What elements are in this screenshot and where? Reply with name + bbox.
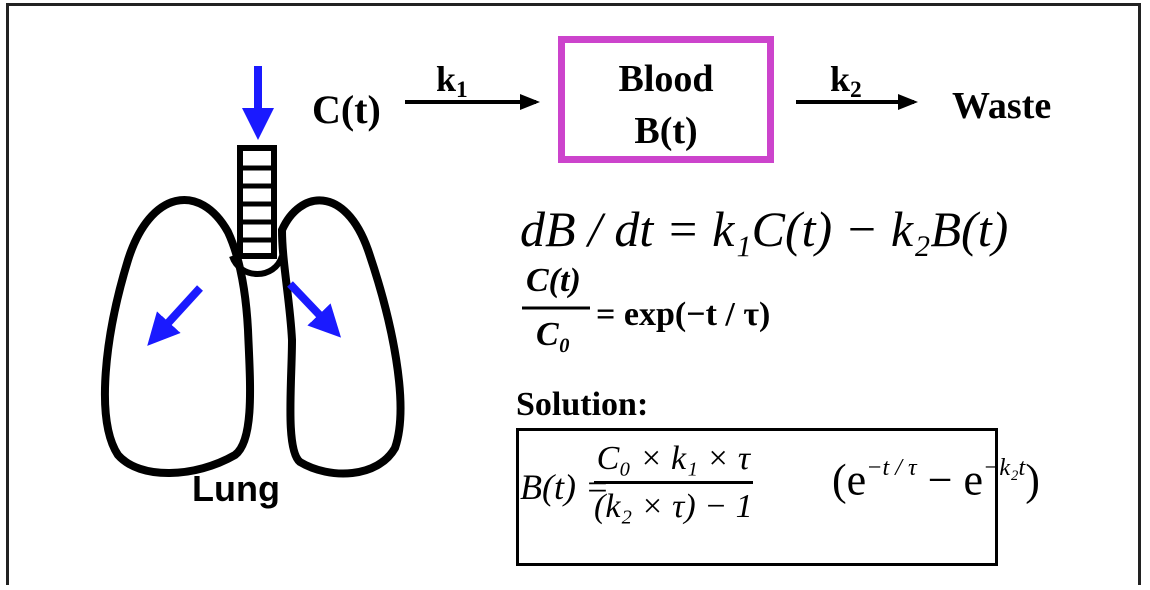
solution-box [516,428,998,566]
right-lung-shape [277,196,405,478]
solution-denominator: (k₂ × τ) − 1 [594,488,753,526]
blood-function-label: B(t) [634,110,698,152]
solution-heading: Solution: [516,386,649,423]
figure-frame [6,3,1141,585]
solution-numerator: C₀ × k₁ × τ [596,440,751,477]
solution-lhs: B(t) = [520,467,610,507]
ratio-denominator: C₀ [536,316,571,353]
blood-compartment-box: Blood B(t) [558,36,774,163]
waste-label: Waste [952,85,1052,127]
solution-fraction: C₀ × k₁ × τ (k₂ × τ) − 1 [594,440,753,526]
blood-label: Blood [618,58,714,100]
lung-label: Lung [192,468,280,509]
left-lung-shape [100,196,255,477]
rate-k2-label: k2 [830,59,862,103]
differential-equation: dB / dt = k₁C(t) − k₂B(t) [520,201,1009,257]
ratio-rhs: = exp(−t / τ) [596,296,771,333]
trachea-icon [229,145,285,277]
right-airflow-arrow-icon [287,281,342,338]
solution-exponential-term: (e−t / τ − e−k₂t) [832,454,1040,505]
solution-fraction-bar [594,481,753,485]
left-airflow-arrow-icon [147,285,203,346]
rate-k1-label: k1 [436,59,468,103]
ratio-numerator: C(t) [526,262,581,299]
input-concentration-label: C(t) [312,87,381,132]
